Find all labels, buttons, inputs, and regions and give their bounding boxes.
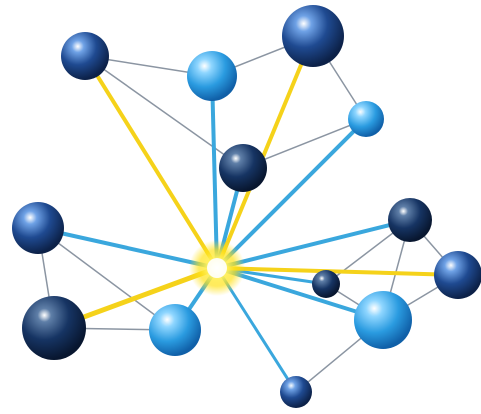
node-left-bottom-dark xyxy=(22,296,86,360)
central-glow-hub xyxy=(189,240,245,296)
node-left-mid xyxy=(12,202,64,254)
node-center-dark xyxy=(219,144,267,192)
blue-spoke xyxy=(217,220,410,268)
node-bottom-small xyxy=(280,376,312,408)
node-top-center xyxy=(187,51,237,101)
node-far-right xyxy=(434,251,481,299)
blue-spoke xyxy=(217,119,366,268)
node-right-dark xyxy=(388,198,432,242)
node-right-small xyxy=(348,101,384,137)
node-top-right-large xyxy=(282,5,344,67)
node-top-left xyxy=(61,32,109,80)
sphere-group xyxy=(12,5,481,408)
blue-spoke xyxy=(212,76,217,268)
node-right-tiny-dark xyxy=(312,270,340,298)
node-lower-center-light xyxy=(149,304,201,356)
node-right-lower-light xyxy=(354,291,412,349)
